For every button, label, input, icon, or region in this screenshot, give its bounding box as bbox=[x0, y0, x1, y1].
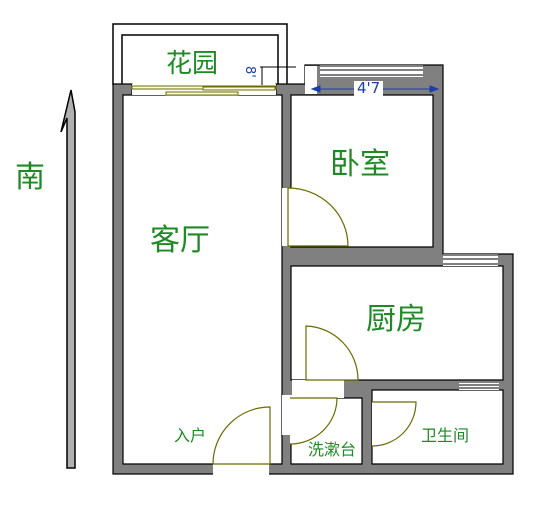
garden-dimension-lines bbox=[260, 66, 296, 85]
sliding-door bbox=[131, 85, 277, 96]
room-label-bathroom: 卫生间 bbox=[421, 426, 470, 445]
room-label-kitchen: 厨房 bbox=[366, 302, 426, 337]
doors bbox=[212, 187, 417, 465]
direction-arrow bbox=[60, 89, 76, 469]
room-label-entrance: 入户 bbox=[174, 426, 207, 445]
room-label-bedroom: 卧室 bbox=[330, 147, 390, 182]
dimension-bedroom-width: 4'7 bbox=[354, 81, 384, 96]
garden-outline bbox=[112, 23, 288, 85]
windows bbox=[320, 65, 499, 389]
room-label-living-room: 客厅 bbox=[150, 223, 210, 258]
room-label-garden: 花园 bbox=[166, 49, 219, 79]
room-label-washbasin: 洗漱台 bbox=[308, 440, 357, 459]
dimension-garden-depth: 8' bbox=[242, 66, 257, 78]
direction-label: 南 bbox=[15, 160, 45, 195]
